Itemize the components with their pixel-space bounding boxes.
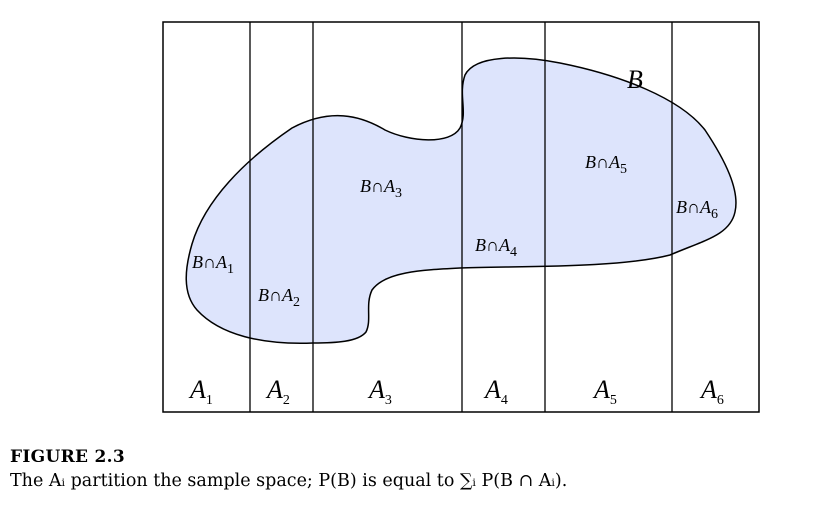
intersection-label-6: B∩A6 <box>676 197 718 222</box>
intersection-label-2: B∩A2 <box>258 285 300 310</box>
intersection-label-3: B∩A3 <box>360 176 402 201</box>
intersection-label-1: B∩A1 <box>192 252 234 277</box>
intersection-label-4: B∩A4 <box>475 235 517 260</box>
set-b-label: B <box>627 65 643 94</box>
partition-diagram: B B∩A1 B∩A2 B∩A3 B∩A4 B∩A5 B∩A6 A1 A2 A3… <box>162 21 760 413</box>
set-b-region <box>185 57 737 344</box>
figure-caption: FIGURE 2.3 The Aᵢ partition the sample s… <box>10 446 810 494</box>
caption-title: FIGURE 2.3 <box>10 447 125 467</box>
caption-text: The Aᵢ partition the sample space; P(B) … <box>10 471 568 491</box>
partition-label-1: A1 <box>188 375 213 408</box>
partition-label-4: A4 <box>483 375 508 408</box>
partition-label-5: A5 <box>592 375 617 408</box>
intersection-label-5: B∩A5 <box>585 152 627 177</box>
partition-label-3: A3 <box>367 375 392 408</box>
partition-label-2: A2 <box>265 375 290 408</box>
sample-space-frame <box>162 21 760 413</box>
partition-label-6: A6 <box>699 375 724 408</box>
